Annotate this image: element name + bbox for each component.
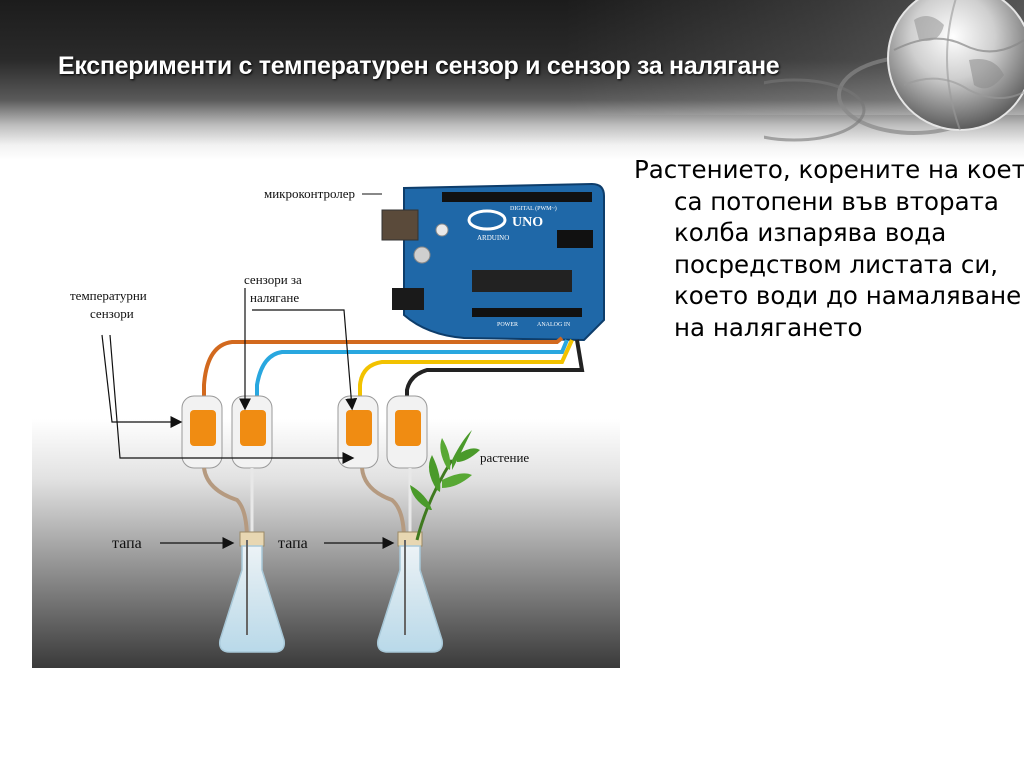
- tube-left: [202, 467, 249, 541]
- flask-right: [376, 531, 444, 653]
- power-jack: [392, 288, 424, 310]
- temperature-sensor-right: [386, 395, 428, 469]
- pressure-sensor-right: [337, 395, 379, 469]
- arrow-temp-right: [109, 334, 355, 464]
- board-brand-text: ARDUINO: [477, 234, 509, 242]
- arrow-temp-left: [101, 334, 183, 428]
- label-stopper-right: тапа: [278, 535, 308, 552]
- board-power-text: POWER: [497, 322, 518, 328]
- board-digital-text: DIGITAL (PWM~): [510, 205, 557, 212]
- experiment-diagram: UNO ARDUINO DIGITAL (PWM~) ANALOG IN POW…: [32, 170, 620, 668]
- arduino-board: UNO ARDUINO DIGITAL (PWM~) ANALOG IN POW…: [381, 182, 605, 342]
- label-plant: растение: [480, 450, 529, 465]
- header-gloss: [0, 0, 1024, 115]
- atmega-chip: [472, 270, 572, 292]
- label-temp-sensors-line1: температурни: [70, 288, 147, 303]
- temperature-sensor-left: [181, 395, 223, 469]
- digital-header: [442, 192, 592, 202]
- experiment-figure: UNO ARDUINO DIGITAL (PWM~) ANALOG IN POW…: [32, 170, 620, 668]
- wire-blue: [255, 339, 569, 402]
- flask-left: [218, 531, 286, 653]
- slide-caption: Растението, корените на което са потопен…: [634, 155, 1024, 342]
- tube-right: [360, 467, 406, 541]
- globe-glasses-decoration: [764, 0, 1024, 142]
- arrow-pressure-right: [252, 309, 358, 411]
- board-analog-text: ANALOG IN: [537, 322, 571, 328]
- label-microcontroller: микроконтролер: [264, 186, 355, 201]
- plant-icon: [410, 430, 480, 541]
- wire-black: [405, 339, 585, 402]
- slide-header: [0, 0, 1024, 160]
- label-pressure-sensors-line2: налягане: [250, 290, 299, 305]
- label-temp-sensors-line2: сензори: [90, 306, 134, 321]
- analog-header: [472, 308, 582, 317]
- label-pressure-sensors-line1: сензори за: [244, 272, 302, 287]
- slide-title: Експерименти с температурен сензор и сен…: [58, 52, 780, 80]
- label-stopper-left: тапа: [112, 535, 142, 552]
- wire-yellow: [358, 339, 574, 402]
- board-logo-text: UNO: [512, 215, 543, 230]
- usb-connector: [381, 209, 419, 241]
- pressure-sensor-left: [231, 395, 273, 469]
- wire-orange: [202, 336, 564, 402]
